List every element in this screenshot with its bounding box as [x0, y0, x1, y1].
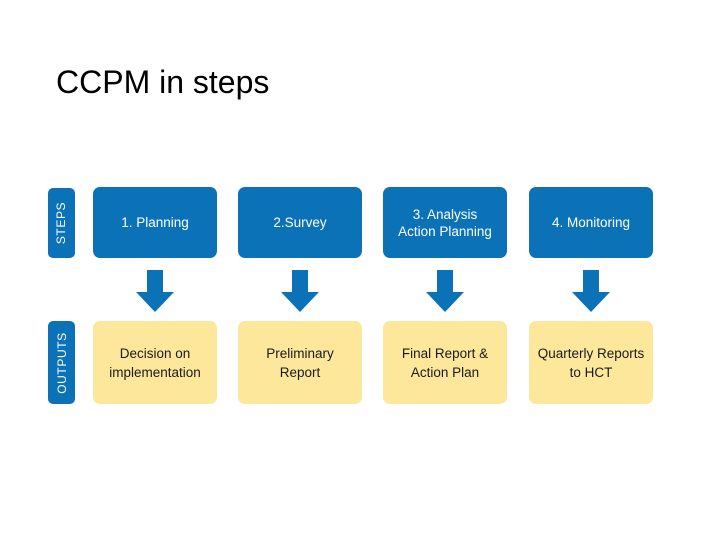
arrow-down-icon-4: [572, 270, 610, 312]
output-box-3-label: Final Report & Action Plan: [401, 345, 489, 380]
step-box-4[interactable]: 4. Monitoring: [529, 187, 653, 258]
page-title: CCPM in steps: [56, 64, 270, 100]
output-box-4-label: Quarterly Reports to HCT: [537, 345, 645, 380]
band-label-steps-text: STEPS: [54, 201, 69, 245]
output-box-2-label: Preliminary Report: [266, 345, 334, 380]
output-box-1-label: Decision on implementation: [109, 345, 201, 380]
arrow-down-icon-1: [136, 270, 174, 312]
output-box-2[interactable]: Preliminary Report: [238, 321, 362, 404]
band-label-steps: STEPS: [48, 188, 75, 258]
band-label-outputs: OUTPUTS: [48, 321, 75, 404]
output-box-4[interactable]: Quarterly Reports to HCT: [529, 321, 653, 404]
arrow-down-icon-3: [426, 270, 464, 312]
step-box-1[interactable]: 1. Planning: [93, 187, 217, 258]
step-box-2[interactable]: 2.Survey: [238, 187, 362, 258]
step-box-3-label: 3. Analysis Action Planning: [398, 206, 492, 239]
step-box-4-label: 4. Monitoring: [551, 215, 631, 230]
step-box-3[interactable]: 3. Analysis Action Planning: [383, 187, 507, 258]
step-box-2-label: 2.Survey: [273, 215, 327, 230]
output-box-1[interactable]: Decision on implementation: [93, 321, 217, 404]
step-box-1-label: 1. Planning: [121, 215, 189, 230]
band-label-outputs-text: OUTPUTS: [54, 331, 69, 394]
output-box-3[interactable]: Final Report & Action Plan: [383, 321, 507, 404]
arrow-down-icon-2: [281, 270, 319, 312]
